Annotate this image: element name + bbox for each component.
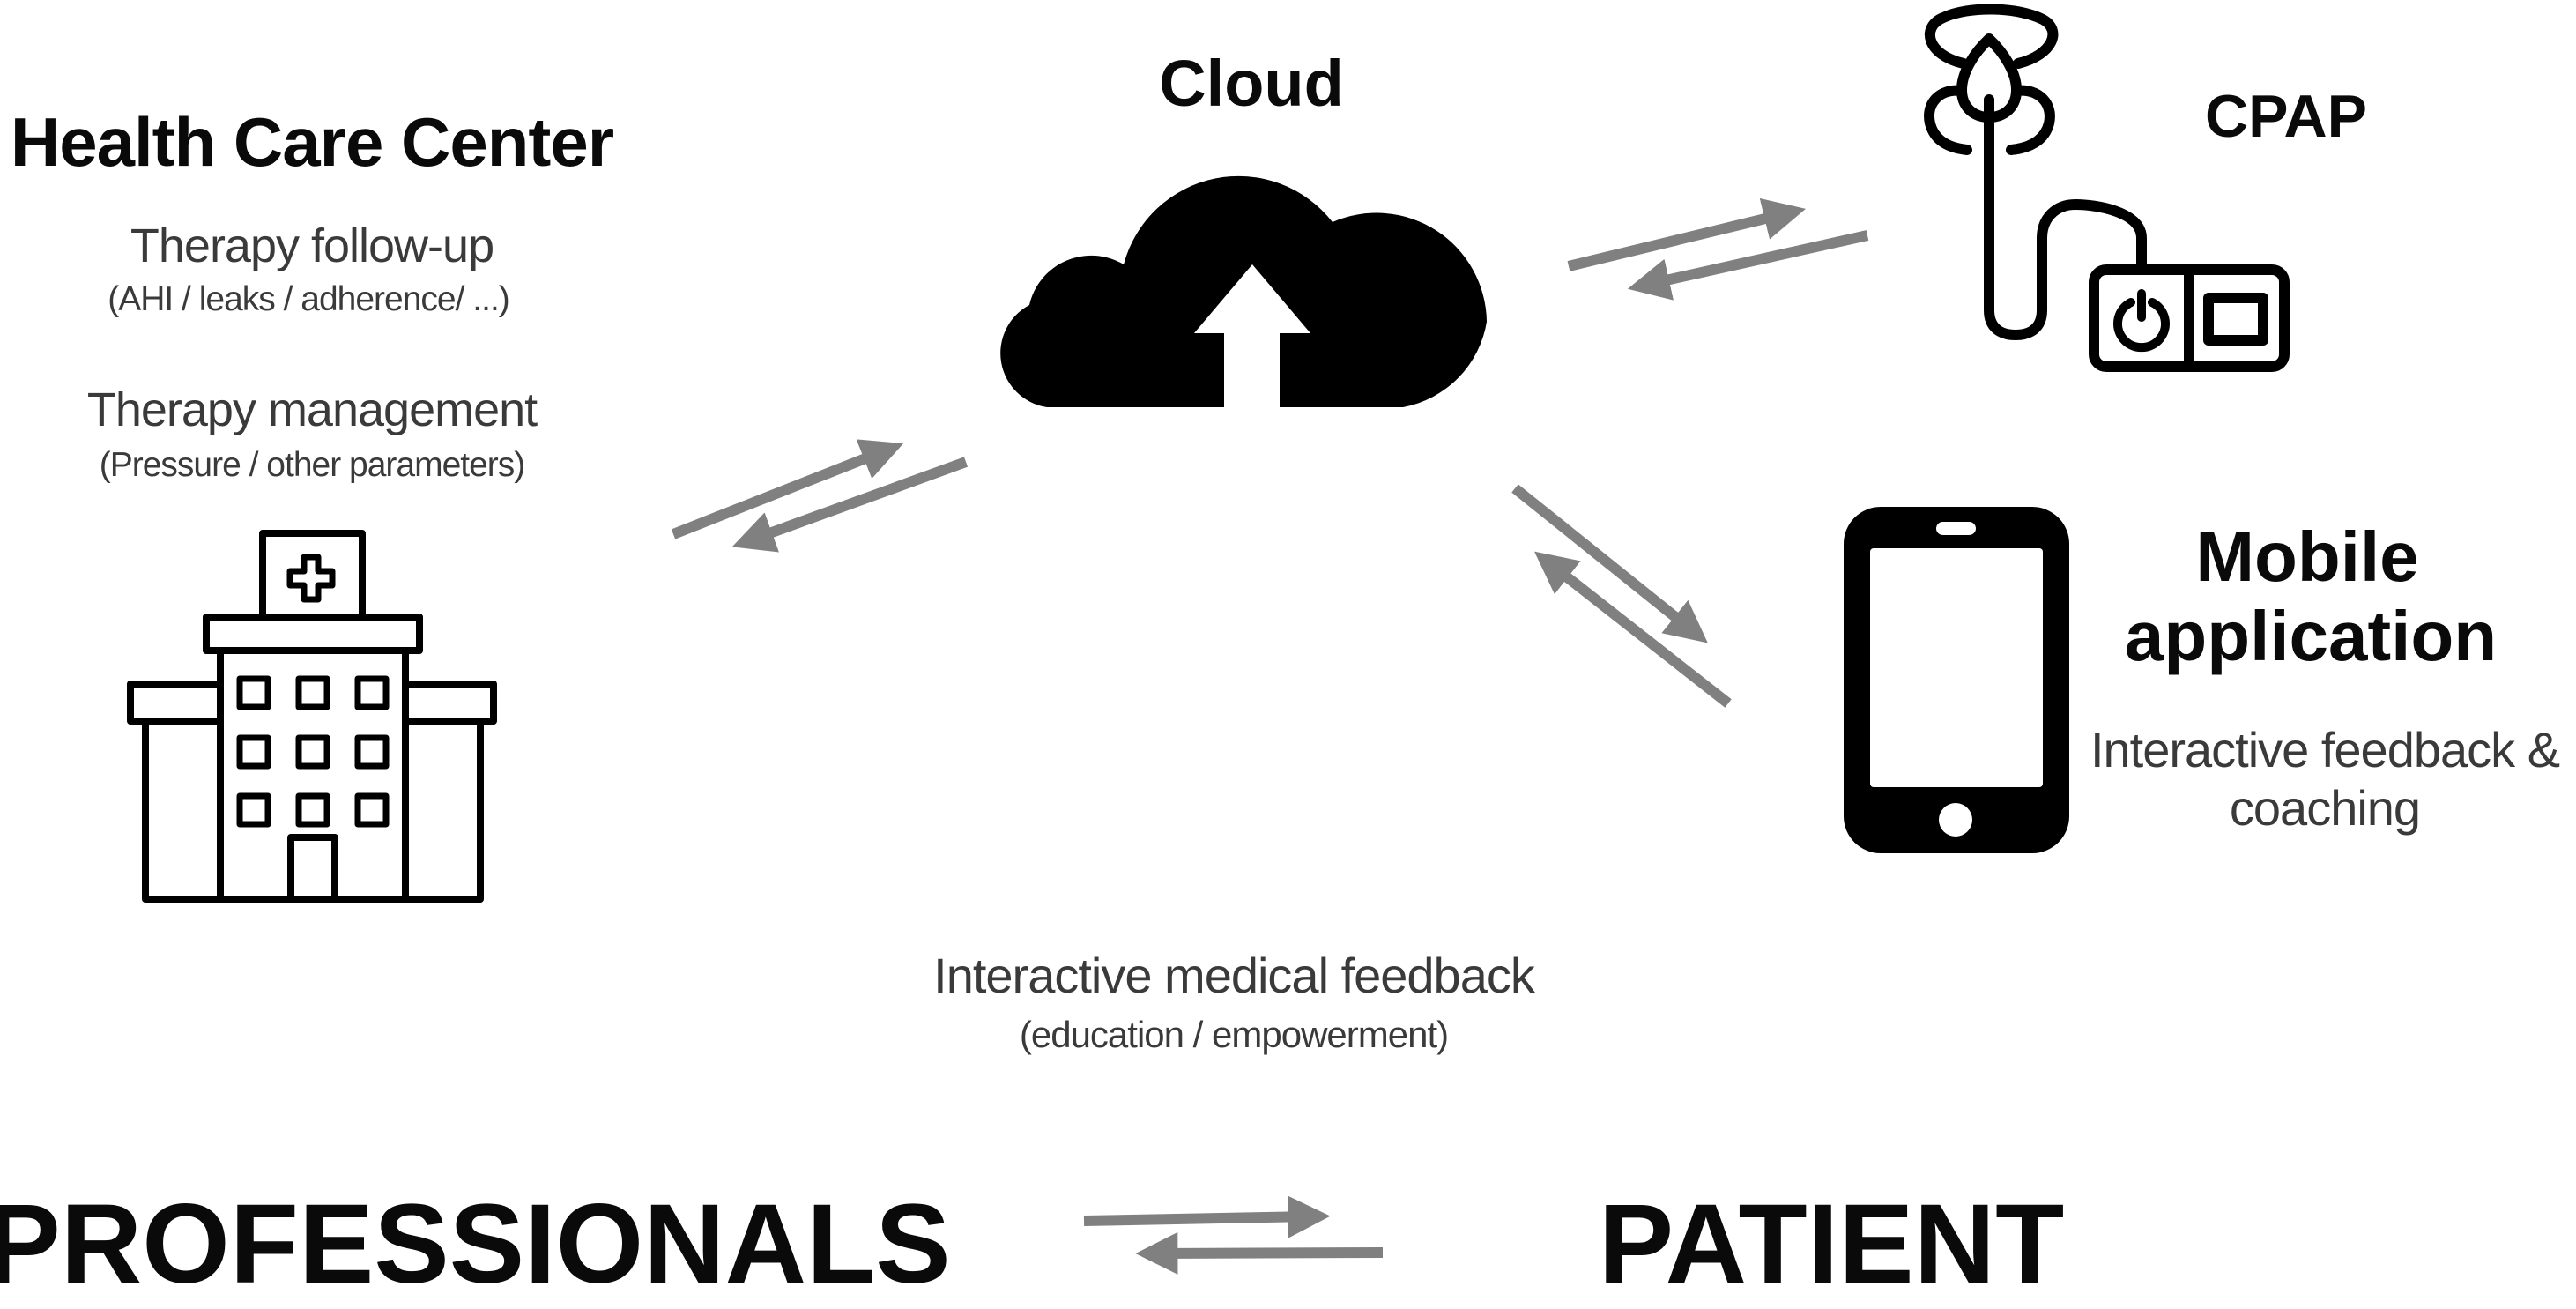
mobile-app-title-line1: Mobile	[2195, 517, 2419, 596]
professionals-label: PROFESSIONALS	[0, 1181, 951, 1307]
medical-feedback-subcaption: (education / empowerment)	[1019, 1014, 1449, 1055]
cloud-title: Cloud	[1159, 47, 1344, 120]
arrow-hcc-to-cloud	[671, 439, 904, 539]
therapy-management-label: Therapy management	[86, 383, 538, 436]
health-care-center-title: Health Care Center	[10, 103, 614, 181]
arrow-cpap-to-cloud	[1627, 230, 1869, 301]
mobile-app-title-line2: application	[2124, 597, 2498, 675]
mobile-app-description-line2: coaching	[2229, 780, 2421, 836]
therapy-follow-up-label: Therapy follow-up	[130, 219, 494, 272]
therapy-follow-up-detail: (AHI / leaks / adherence/ ...)	[108, 280, 510, 318]
mobile-app-description-line1: Interactive feedback &	[2090, 722, 2560, 777]
cpap-device-icon	[1924, 4, 2290, 372]
arrow-professionals-to-patient	[1083, 1195, 1331, 1238]
patient-label: PATIENT	[1598, 1181, 2065, 1307]
smartphone-icon	[1844, 507, 2069, 853]
medical-feedback-caption: Interactive medical feedback	[933, 948, 1535, 1003]
cloud-upload-icon	[1000, 175, 1487, 408]
hospital-icon	[127, 530, 497, 903]
arrow-cloud-to-phone	[1511, 484, 1708, 643]
therapy-management-detail: (Pressure / other parameters)	[99, 446, 526, 484]
arrow-cloud-to-hcc	[731, 457, 969, 553]
cpap-title: CPAP	[2205, 83, 2367, 150]
arrow-cloud-to-cpap	[1567, 197, 1806, 271]
arrow-phone-to-cloud	[1533, 551, 1732, 708]
